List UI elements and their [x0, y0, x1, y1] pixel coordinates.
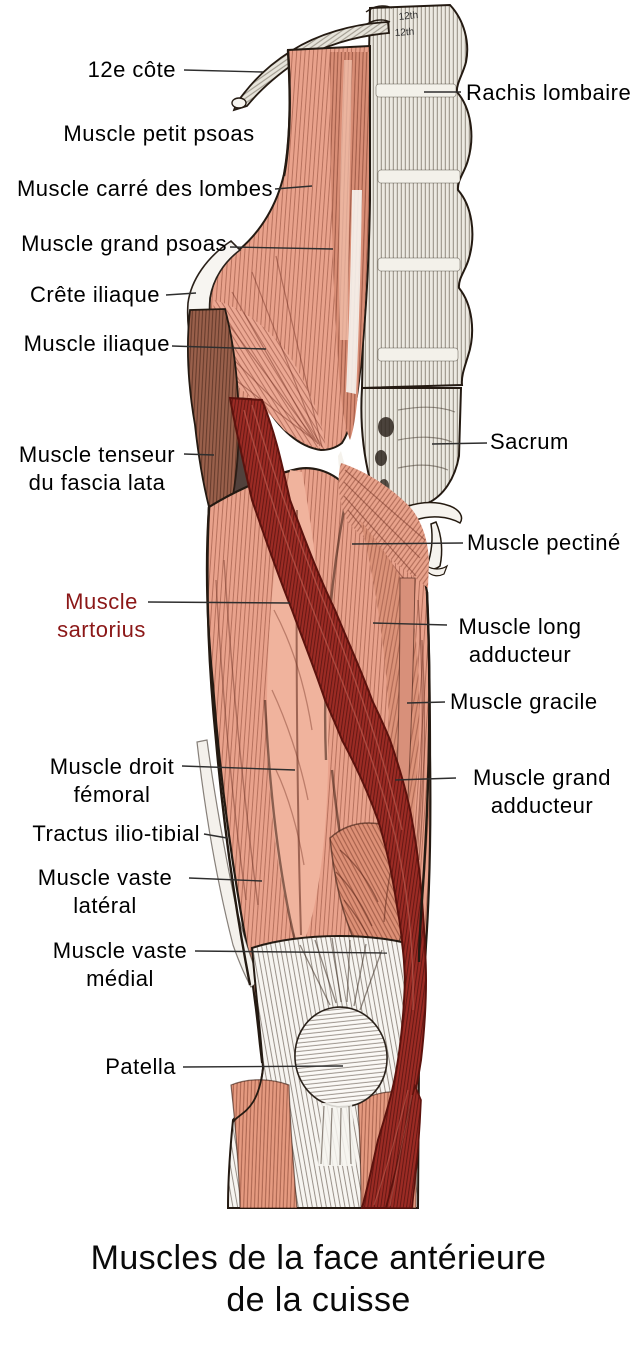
vertebra-mark: 12th: [398, 10, 419, 23]
sartorius-muscle-highlight: [228, 396, 428, 1209]
figure-title-line-1: Muscles de la face antérieure: [90, 1239, 547, 1277]
figure-contour-strokes: [206, 49, 431, 1123]
figure-title: Muscles de la face antérieure de la cuis…: [0, 1237, 637, 1321]
vertebra-mark: 12th: [394, 27, 414, 39]
pectineus-illustration: [338, 463, 429, 588]
lumbar-spine-illustration: 12th 12th: [360, 3, 474, 390]
figure-title-line-2: de la cuisse: [226, 1281, 411, 1319]
